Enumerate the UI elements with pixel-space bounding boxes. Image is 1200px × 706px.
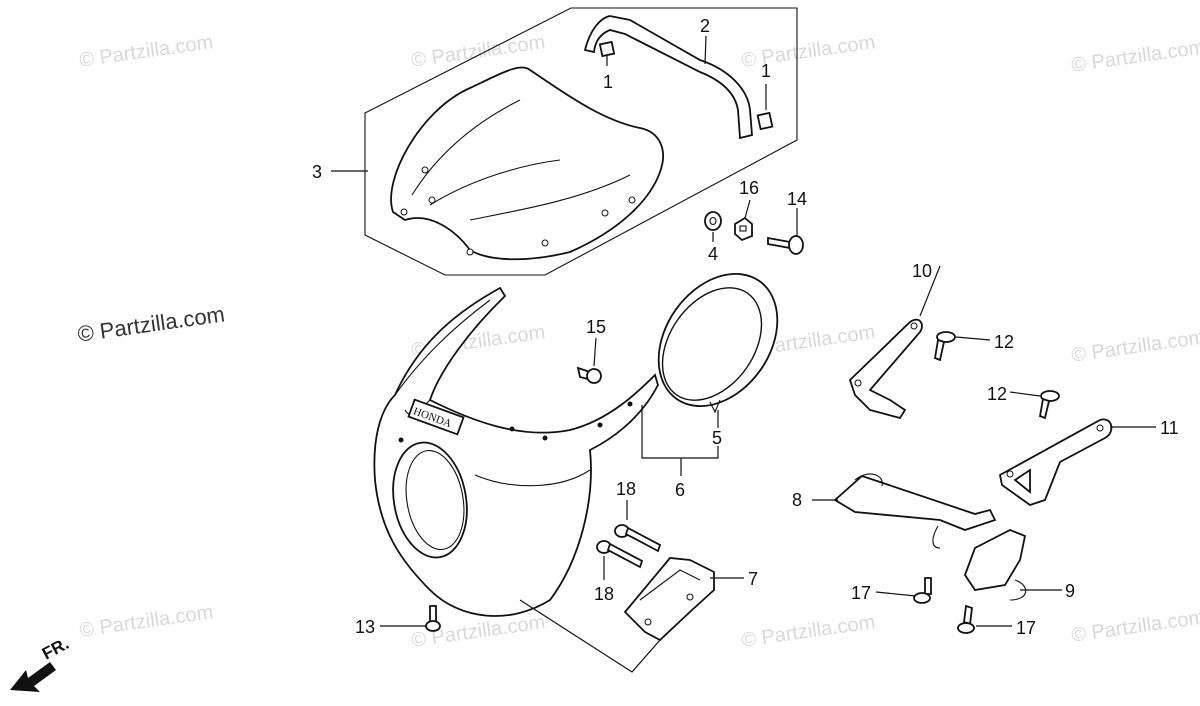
bolt-part[interactable] <box>614 524 662 553</box>
front-label: FR. <box>39 634 72 664</box>
callout-5: 5 <box>712 428 722 448</box>
lower-stay-part[interactable] <box>963 529 1027 601</box>
callout-4: 4 <box>708 244 718 264</box>
stay-bracket-part[interactable] <box>848 318 923 420</box>
bolt-part[interactable] <box>425 605 441 632</box>
windscreen-part[interactable] <box>390 66 664 261</box>
front-direction-arrow-icon <box>10 662 56 692</box>
callout-6: 6 <box>675 480 685 500</box>
bolt-part[interactable] <box>576 366 602 384</box>
callout-17: 17 <box>851 583 871 603</box>
headlight-band-part[interactable] <box>634 251 802 429</box>
callout-17: 17 <box>1016 618 1036 638</box>
callout-9: 9 <box>1065 581 1075 601</box>
callout-18: 18 <box>616 479 636 499</box>
clip-part[interactable] <box>598 40 774 131</box>
callout-12: 12 <box>994 332 1014 352</box>
trim-strip-part[interactable] <box>583 15 753 140</box>
callout-14: 14 <box>787 189 807 209</box>
callout-8: 8 <box>792 490 802 510</box>
group-box <box>364 7 798 276</box>
bolt-part[interactable] <box>913 577 932 604</box>
screw-part[interactable] <box>1038 390 1060 420</box>
mount-stay-part[interactable] <box>833 473 997 549</box>
upper-cowl-part[interactable]: HONDA <box>373 286 659 617</box>
nut-part[interactable] <box>734 216 753 242</box>
callout-13: 13 <box>355 617 375 637</box>
side-bracket-part[interactable] <box>998 418 1113 506</box>
callout-10: 10 <box>912 261 932 281</box>
cowl-bracket-part[interactable] <box>623 557 715 642</box>
bolt-part[interactable] <box>596 540 644 569</box>
bolt-part[interactable] <box>957 604 975 634</box>
callout-2: 2 <box>700 16 710 36</box>
callout-15: 15 <box>586 317 606 337</box>
callout-16: 16 <box>739 178 759 198</box>
screw-part[interactable] <box>933 331 956 362</box>
callout-7: 7 <box>748 569 758 589</box>
callout-1: 1 <box>761 61 771 81</box>
callout-12: 12 <box>987 384 1007 404</box>
screw-part[interactable] <box>767 235 804 255</box>
callout-3: 3 <box>312 162 322 182</box>
callout-1: 1 <box>603 72 613 92</box>
callout-18: 18 <box>594 584 614 604</box>
grommet-part[interactable] <box>704 211 722 231</box>
callout-11: 11 <box>1160 418 1179 438</box>
